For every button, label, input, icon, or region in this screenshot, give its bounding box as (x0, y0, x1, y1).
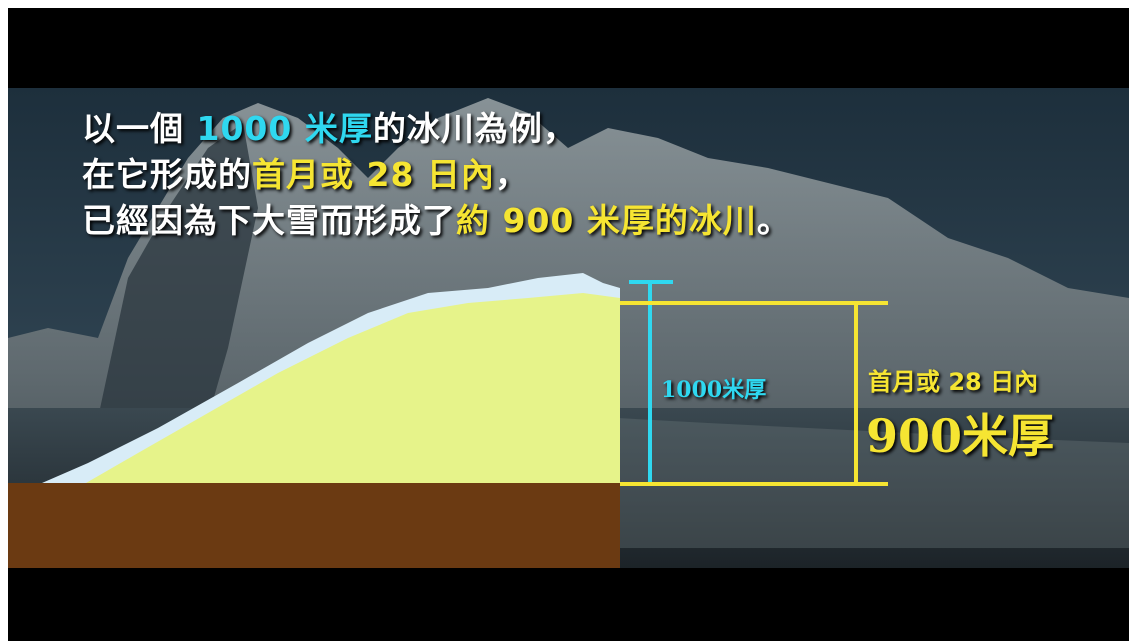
iceberg-shadow (98, 123, 258, 418)
caption-line-2-part-c: ， (494, 155, 529, 194)
caption-text: 以一個 1000 米厚的冰川為例， 在它形成的首月或 28 日內， 已經因為下大… (82, 106, 791, 244)
caption-line-3-highlight: 約 900 米厚的冰川 (456, 201, 757, 240)
ground-bedrock (8, 483, 620, 568)
iceberg-background (8, 98, 1129, 418)
caption-line-3-part-a: 已經因為下大雪而形成了 (82, 201, 456, 240)
label-1000-thickness: 1000米厚 (661, 377, 767, 403)
caption-line-1-highlight: 1000 米厚 (196, 109, 373, 148)
caption-line-2-highlight: 首月或 28 日內 (252, 155, 495, 194)
caption-line-1-part-c: 的冰川為例， (372, 109, 577, 148)
glacier-scene: 1000米厚 首月或 28 日內 900米厚 (8, 88, 1129, 568)
label-period: 首月或 28 日內 (868, 368, 1039, 396)
caption-line-1-part-a: 以一個 (82, 109, 197, 148)
caption-line-3-part-c: 。 (756, 201, 791, 240)
video-frame: 1000米厚 首月或 28 日內 900米厚 以一個 1000 米厚的冰川為例，… (8, 8, 1129, 641)
glacier-snow-fill (86, 293, 620, 483)
scene-graphic (8, 88, 1129, 568)
caption-line-2-part-a: 在它形成的 (82, 155, 252, 194)
caption-line-1: 以一個 1000 米厚的冰川為例， (82, 106, 791, 152)
caption-line-2: 在它形成的首月或 28 日內， (82, 152, 791, 198)
label-900-thickness: 900米厚 (866, 409, 1055, 463)
caption-line-3: 已經因為下大雪而形成了約 900 米厚的冰川。 (82, 198, 791, 244)
